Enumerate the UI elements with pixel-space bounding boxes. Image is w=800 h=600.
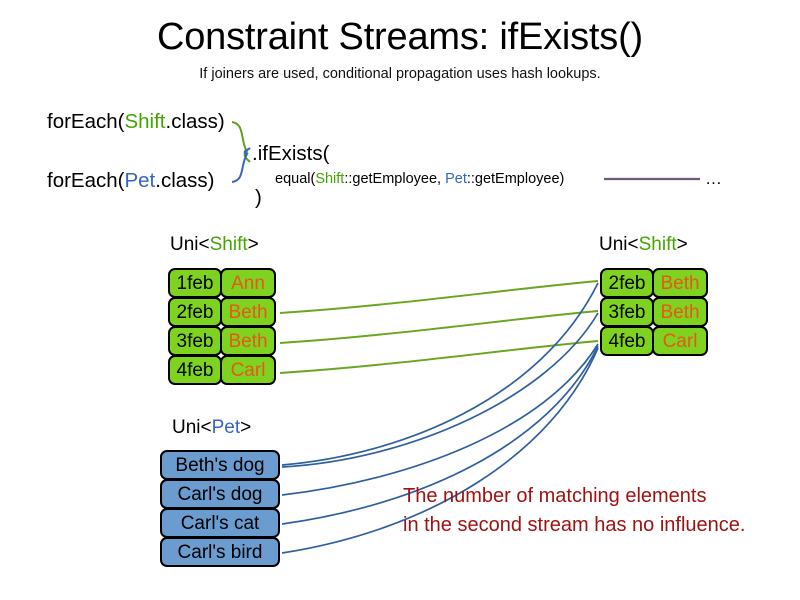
cell-pet: Carl's bird xyxy=(160,537,280,567)
label-pet-type: Pet xyxy=(211,417,241,438)
wire-pet-carls-dog-to-4feb xyxy=(281,343,599,496)
code-equal-joiner: equal(Shift::getEmployee, Pet::getEmploy… xyxy=(275,171,564,187)
table-row: Carl's bird xyxy=(160,537,280,567)
label-pet-suffix: > xyxy=(240,417,252,438)
cell-date: 2feb xyxy=(168,297,222,327)
wire-pet-beths-dog-to-3feb xyxy=(281,312,599,468)
cell-pet: Carl's dog xyxy=(160,479,280,509)
table-right-shift: 2feb Beth 3feb Beth 4feb Carl xyxy=(600,268,708,356)
cell-date: 1feb xyxy=(168,268,222,298)
label-right-shift-suffix: > xyxy=(676,234,688,255)
wire-shift-3feb xyxy=(279,310,599,344)
cell-employee: Beth xyxy=(220,297,276,327)
table-row: 2feb Beth xyxy=(600,268,708,298)
code-ellipsis: … xyxy=(705,169,722,188)
slide-subtitle: If joiners are used, conditional propaga… xyxy=(199,66,601,82)
table-row: 1feb Ann xyxy=(168,268,276,298)
label-right-shift-prefix: Uni< xyxy=(599,234,639,255)
code-foreach-shift-type: Shift xyxy=(124,110,166,133)
cell-date: 3feb xyxy=(168,326,222,356)
code-foreach-pet-suffix: .class) xyxy=(155,169,215,192)
annotation-note: The number of matching elements in the s… xyxy=(403,482,745,540)
cell-pet: Carl's cat xyxy=(160,508,280,538)
code-foreach-shift-suffix: .class) xyxy=(165,110,225,133)
wire-shift-2feb xyxy=(279,280,599,314)
code-equal-prefix: equal( xyxy=(275,171,316,187)
label-left-shift-type: Shift xyxy=(209,234,248,255)
table-left-shift: 1feb Ann 2feb Beth 3feb Beth 4feb Carl xyxy=(168,268,276,385)
code-foreach-shift-prefix: forEach( xyxy=(47,110,125,133)
label-pet-prefix: Uni< xyxy=(172,417,212,438)
cell-employee: Beth xyxy=(220,326,276,356)
table-row: Carl's dog xyxy=(160,479,280,509)
label-left-shift-prefix: Uni< xyxy=(170,234,210,255)
table-row: 4feb Carl xyxy=(600,326,708,356)
brace-green-curve xyxy=(231,121,251,163)
cell-employee: Beth xyxy=(652,268,708,298)
slide-title: Constraint Streams: ifExists() xyxy=(157,16,643,58)
label-pet-stream: Uni<Pet> xyxy=(172,417,251,439)
label-right-shift-type: Shift xyxy=(638,234,677,255)
cell-employee: Carl xyxy=(220,355,276,385)
code-close-paren: ) xyxy=(255,186,262,209)
table-row: Carl's cat xyxy=(160,508,280,538)
code-equal-right-method: ::getEmployee) xyxy=(466,171,565,187)
code-foreach-pet-prefix: forEach( xyxy=(47,169,125,192)
cell-employee: Carl xyxy=(652,326,708,356)
code-equal-right-type: Pet xyxy=(445,171,467,187)
code-equal-left-method: ::getEmployee, xyxy=(344,171,446,187)
code-ifexists-call: .ifExists( xyxy=(252,142,330,165)
cell-date: 4feb xyxy=(168,355,222,385)
table-row: 4feb Carl xyxy=(168,355,276,385)
cell-date: 4feb xyxy=(600,326,654,356)
table-row: 2feb Beth xyxy=(168,297,276,327)
table-row: 3feb Beth xyxy=(168,326,276,356)
code-foreach-pet: forEach(Pet.class) xyxy=(47,169,215,193)
annotation-line-1: The number of matching elements xyxy=(403,485,707,507)
table-row: Beth's dog xyxy=(160,450,280,480)
table-pet: Beth's dog Carl's dog Carl's cat Carl's … xyxy=(160,450,280,567)
label-right-shift-stream: Uni<Shift> xyxy=(599,234,688,256)
wire-pet-beths-dog-to-2feb xyxy=(281,282,599,466)
code-equal-left-type: Shift xyxy=(315,171,345,187)
cell-date: 3feb xyxy=(600,297,654,327)
cell-employee: Beth xyxy=(652,297,708,327)
label-left-shift-stream: Uni<Shift> xyxy=(170,234,259,256)
code-foreach-shift: forEach(Shift.class) xyxy=(47,110,225,134)
cell-employee: Ann xyxy=(220,268,276,298)
brace-blue-curve xyxy=(231,147,251,183)
cell-date: 2feb xyxy=(600,268,654,298)
code-foreach-pet-type: Pet xyxy=(124,169,156,192)
annotation-line-2: in the second stream has no influence. xyxy=(403,514,746,536)
table-row: 3feb Beth xyxy=(600,297,708,327)
label-left-shift-suffix: > xyxy=(247,234,259,255)
wire-shift-4feb xyxy=(279,340,599,374)
cell-pet: Beth's dog xyxy=(160,450,280,480)
